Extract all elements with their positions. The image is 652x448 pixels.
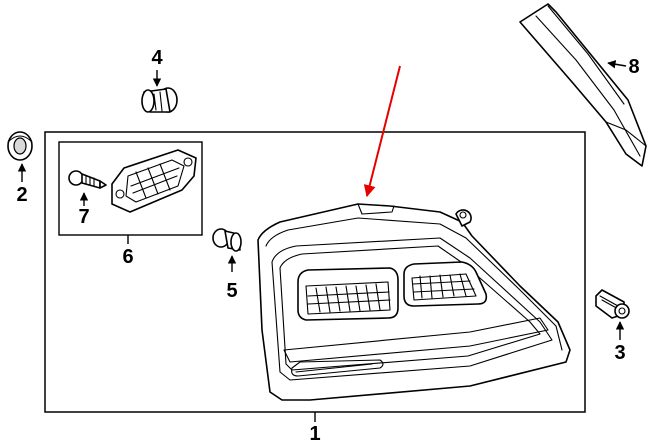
grommet-part-2 [7, 131, 33, 161]
clip-part-4 [141, 87, 178, 113]
screw-part-7 [68, 170, 107, 189]
highlight-arrow [363, 65, 401, 198]
callout-5: 5 [226, 280, 237, 302]
callout-4: 4 [151, 47, 163, 69]
callout-3: 3 [614, 342, 625, 364]
tail-lamp-part-1 [257, 203, 571, 401]
subassembly-frame [58, 141, 203, 236]
callout-8-leader [607, 60, 627, 69]
trim-strip-part-8 [519, 3, 647, 167]
bulb-part-5 [212, 228, 242, 252]
socket-part-6 [111, 149, 197, 213]
callout-1: 1 [309, 423, 320, 445]
callout-7: 7 [78, 206, 89, 228]
callout-2: 2 [16, 184, 27, 206]
screw-part-3 [595, 289, 630, 319]
callout-8: 8 [628, 56, 639, 78]
callout-6: 6 [122, 246, 133, 268]
